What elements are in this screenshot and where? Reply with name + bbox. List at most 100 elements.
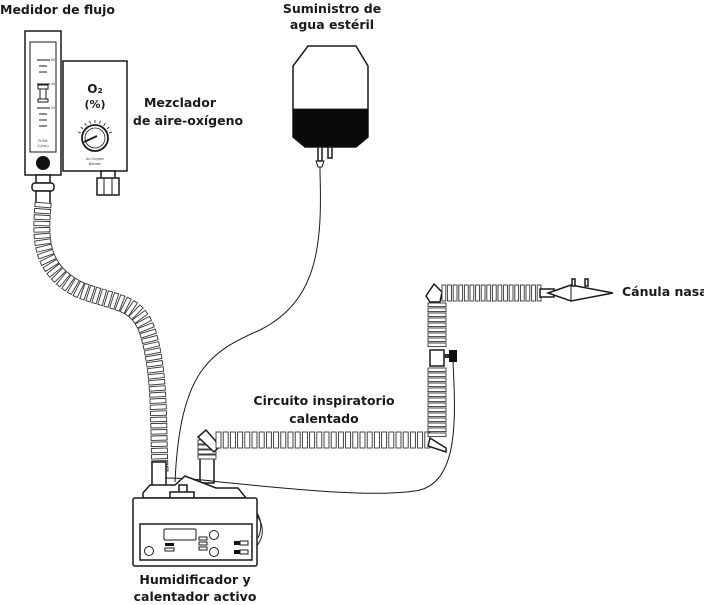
water-level xyxy=(293,108,368,147)
tube-rib xyxy=(427,377,447,383)
tube-rib xyxy=(244,431,251,449)
elbow-lower-right xyxy=(427,436,447,454)
tube-rib xyxy=(139,328,158,339)
tube-rib xyxy=(119,296,132,315)
label-circuit-1: Circuito inspiratorio xyxy=(253,393,395,408)
power-button[interactable] xyxy=(144,546,154,556)
bag-port-1 xyxy=(317,146,323,162)
tube-rib xyxy=(508,284,514,302)
heated-inspiratory-circuit xyxy=(196,282,555,484)
tube-rib xyxy=(197,449,217,455)
flow-knob-icon[interactable] xyxy=(36,156,50,170)
tube-rib xyxy=(531,284,536,302)
sterile-water-bag xyxy=(292,45,369,172)
tube-rib xyxy=(109,292,120,310)
mode-button[interactable] xyxy=(209,530,219,540)
dial-tick xyxy=(99,120,101,124)
flowmeter-caption: FLOW xyxy=(38,139,48,143)
tube-rib xyxy=(265,431,272,449)
tube-rib xyxy=(427,407,447,413)
tube-rib xyxy=(458,284,464,302)
tube-rib xyxy=(427,392,447,398)
tube-rib xyxy=(427,412,447,418)
blender-caption-1: Air-Oxygen xyxy=(86,157,104,161)
tube-rib xyxy=(427,322,447,328)
tube-rib xyxy=(151,453,169,460)
dial-tick xyxy=(77,131,82,134)
tube-rib xyxy=(287,431,294,449)
tube-rib xyxy=(39,253,57,266)
tube-rib xyxy=(148,385,166,392)
tube-rib xyxy=(150,435,168,441)
tube-rib xyxy=(142,341,161,350)
status-indicator xyxy=(165,543,174,546)
dial-tick xyxy=(103,123,106,126)
o2-dial-icon[interactable] xyxy=(77,120,113,152)
tube-rib xyxy=(229,431,236,449)
dial-tick xyxy=(108,131,113,134)
tube-rib xyxy=(134,315,153,329)
tube-rib xyxy=(215,431,222,449)
tube-rib xyxy=(514,284,520,302)
tube-rib xyxy=(258,431,265,449)
plug-icon xyxy=(239,549,249,555)
tube-rib xyxy=(525,284,531,302)
alarm-button[interactable] xyxy=(209,547,219,557)
nasal-prong-icon xyxy=(584,278,589,287)
tube-rib xyxy=(427,302,447,308)
tube-rib xyxy=(366,431,373,449)
tube-rib xyxy=(475,284,480,302)
tube-rib xyxy=(85,284,96,303)
tube-rib xyxy=(145,359,164,368)
blender-gas-label: O₂ xyxy=(87,82,102,96)
nasal-cannula xyxy=(545,278,614,302)
tube-rib xyxy=(124,299,139,317)
tube-rib xyxy=(66,277,80,296)
tube-rib xyxy=(280,431,287,449)
dial-tick xyxy=(84,123,87,126)
tube-rib xyxy=(148,378,166,386)
tube-rib xyxy=(35,243,53,253)
tube-rib xyxy=(128,304,144,321)
flowmeter-tube xyxy=(29,41,57,153)
tube-rib xyxy=(447,284,452,302)
tube-rib xyxy=(427,337,447,343)
tube-rib xyxy=(427,342,447,348)
tube-rib xyxy=(197,454,217,460)
tube-rib xyxy=(150,428,168,435)
tube-rib xyxy=(50,267,67,283)
tube-rib xyxy=(79,282,90,301)
label-water-supply-1: Suministro de xyxy=(283,1,381,16)
scale-mark: 60 xyxy=(51,58,55,62)
tube-rib xyxy=(503,284,508,302)
tube-rib xyxy=(491,284,497,302)
tube-rib xyxy=(72,280,85,299)
tube-rib xyxy=(33,226,51,233)
blender-fitting xyxy=(96,177,120,196)
tube-rib xyxy=(33,232,51,240)
tube-rib xyxy=(427,417,447,423)
tube-rib xyxy=(141,334,159,345)
tube-rib xyxy=(33,214,51,221)
tube-rib xyxy=(251,431,258,449)
tube-rib xyxy=(150,447,168,454)
tube-rib xyxy=(427,382,447,388)
tube-rib xyxy=(34,201,52,209)
sensor-cable xyxy=(164,361,455,494)
water-feed-line xyxy=(174,171,321,483)
tube-rib xyxy=(55,271,71,288)
temperature-probe-icon xyxy=(449,350,457,362)
tube-rib xyxy=(36,248,55,260)
tube-rib xyxy=(222,431,229,449)
tube-rib xyxy=(150,422,168,429)
tube-rib xyxy=(441,284,447,302)
plug-icon xyxy=(234,550,240,554)
label-humidifier-2: calentador activo xyxy=(134,589,257,604)
flowmeter-nut xyxy=(31,182,55,192)
air-oxygen-blender: O₂ (%) Air-Oxygen Blender xyxy=(62,60,128,196)
tube-rib xyxy=(149,391,167,398)
scale-mark: 20 xyxy=(51,106,55,110)
tube-rib xyxy=(480,284,486,302)
tube-rib xyxy=(402,431,409,449)
tube-rib xyxy=(427,422,447,428)
